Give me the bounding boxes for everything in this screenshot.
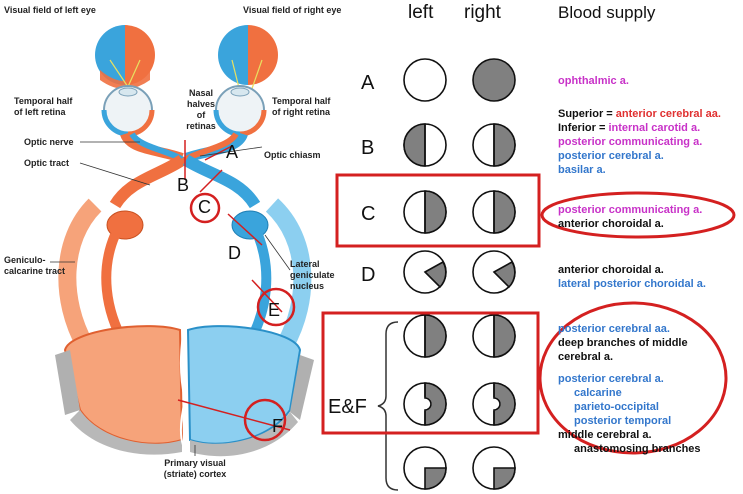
lesion-marker-b: B xyxy=(177,175,190,195)
field-d-right xyxy=(472,250,516,294)
blood-b-sup-value: anterior cerebral aa. xyxy=(615,108,721,120)
blood-supply-b: Superior = anterior cerebral aa. Inferio… xyxy=(558,107,721,177)
column-header-blood-supply: Blood supply xyxy=(558,3,656,22)
lesion-marker-f: F xyxy=(272,416,283,436)
field-c-right xyxy=(472,190,516,234)
blood-ef-line-2: deep branches of middle xyxy=(558,337,688,349)
lesion-markers xyxy=(177,140,296,442)
highlight-ellipse-c xyxy=(540,191,736,239)
blood-supply-a: ophthalmic a. xyxy=(558,74,629,88)
blood-ef-line-3: cerebral a. xyxy=(558,351,614,363)
blood-d-line-2: lateral posterior choroidal a. xyxy=(558,278,706,290)
blood-b-inf-value: internal carotid a. xyxy=(608,122,701,134)
highlight-box-ef xyxy=(321,311,540,435)
field-g-left xyxy=(403,446,447,490)
blood-supply-c: posterior communicating a. anterior chor… xyxy=(558,203,702,231)
blood-b-inferior: Inferior = internal carotid a. xyxy=(558,121,721,135)
left-visual-field xyxy=(95,25,155,89)
visual-field-left-label: Visual field of left eye xyxy=(4,5,96,15)
row-label-b: B xyxy=(361,137,375,159)
blood-ef-line-7: parieto-occipital xyxy=(574,401,659,413)
row-label-d: D xyxy=(361,264,376,286)
blood-ef-line-8: posterior temporal xyxy=(574,415,672,427)
temporal-right-label: Temporal half of right retina xyxy=(272,96,331,117)
blood-b-line-4: posterior cerebral a. xyxy=(558,150,664,162)
blood-supply-d: anterior choroidal a. lateral posterior … xyxy=(558,263,706,291)
right-visual-field xyxy=(218,25,278,85)
row-label-c: C xyxy=(361,203,376,225)
blood-ef-spacer xyxy=(558,364,701,372)
geniculo-label: Geniculo- calcarine tract xyxy=(4,255,66,276)
blood-ef-line-5: posterior cerebral a. xyxy=(558,373,664,385)
row-label-ef: E&F xyxy=(328,396,367,418)
lesion-marker-a: A xyxy=(226,142,239,162)
visual-field-right-label: Visual field of right eye xyxy=(243,5,342,15)
nasal-halves-label: Nasal halves of retinas xyxy=(186,88,216,131)
field-a-right xyxy=(472,58,516,102)
field-g-right xyxy=(472,446,516,490)
field-a-left xyxy=(403,58,447,102)
field-b-right xyxy=(472,123,516,167)
lesion-marker-c: C xyxy=(198,197,211,217)
blood-ef-line-9: middle cerebral a. xyxy=(558,429,652,441)
optic-chiasm-label: Optic chiasm xyxy=(264,150,321,160)
blood-supply-ef: posterior cerebral aa. deep branches of … xyxy=(558,322,701,456)
row-label-a: A xyxy=(361,72,375,94)
ef-brace xyxy=(377,321,399,491)
lesion-marker-d: D xyxy=(228,243,241,263)
temporal-left-label: Temporal half of left retina xyxy=(14,96,73,117)
field-f-left xyxy=(403,382,447,426)
optic-nerve-label: Optic nerve xyxy=(24,137,74,147)
field-b-left xyxy=(403,123,447,167)
blood-b-inf-prefix: Inferior = xyxy=(558,122,609,134)
blood-c-line-2: anterior choroidal a. xyxy=(558,218,664,230)
blood-b-sup-prefix: Superior = xyxy=(558,108,616,120)
lateral-geniculate-label: Lateral geniculate nucleus xyxy=(290,259,335,291)
blood-ef-line-10: anastomosing branches xyxy=(574,443,701,455)
field-c-left xyxy=(403,190,447,234)
field-e-left xyxy=(403,314,447,358)
field-f-right xyxy=(472,382,516,426)
blood-d-line-1: anterior choroidal a. xyxy=(558,264,664,276)
primary-cortex-label: Primary visual (striate) cortex xyxy=(163,458,227,479)
left-eyeball xyxy=(101,85,155,137)
column-header-left: left xyxy=(408,2,434,23)
blood-c-line-1: posterior communicating a. xyxy=(558,204,703,216)
field-e-right xyxy=(472,314,516,358)
column-header-right: right xyxy=(464,2,501,23)
blood-b-line-3: posterior communicating a. xyxy=(558,136,703,148)
right-eyeball xyxy=(213,85,267,137)
highlight-ellipse-ef xyxy=(538,301,728,455)
blood-ef-line-1: posterior cerebral aa. xyxy=(558,323,670,335)
lesion-marker-e: E xyxy=(268,300,281,320)
optic-tract-label: Optic tract xyxy=(24,158,70,168)
highlight-box-c xyxy=(335,173,541,248)
blood-b-superior: Superior = anterior cerebral aa. xyxy=(558,107,721,121)
blood-b-line-5: basilar a. xyxy=(558,164,606,176)
field-d-left xyxy=(403,250,447,294)
blood-ef-line-6: calcarine xyxy=(574,387,622,399)
blood-a-line: ophthalmic a. xyxy=(558,75,629,87)
